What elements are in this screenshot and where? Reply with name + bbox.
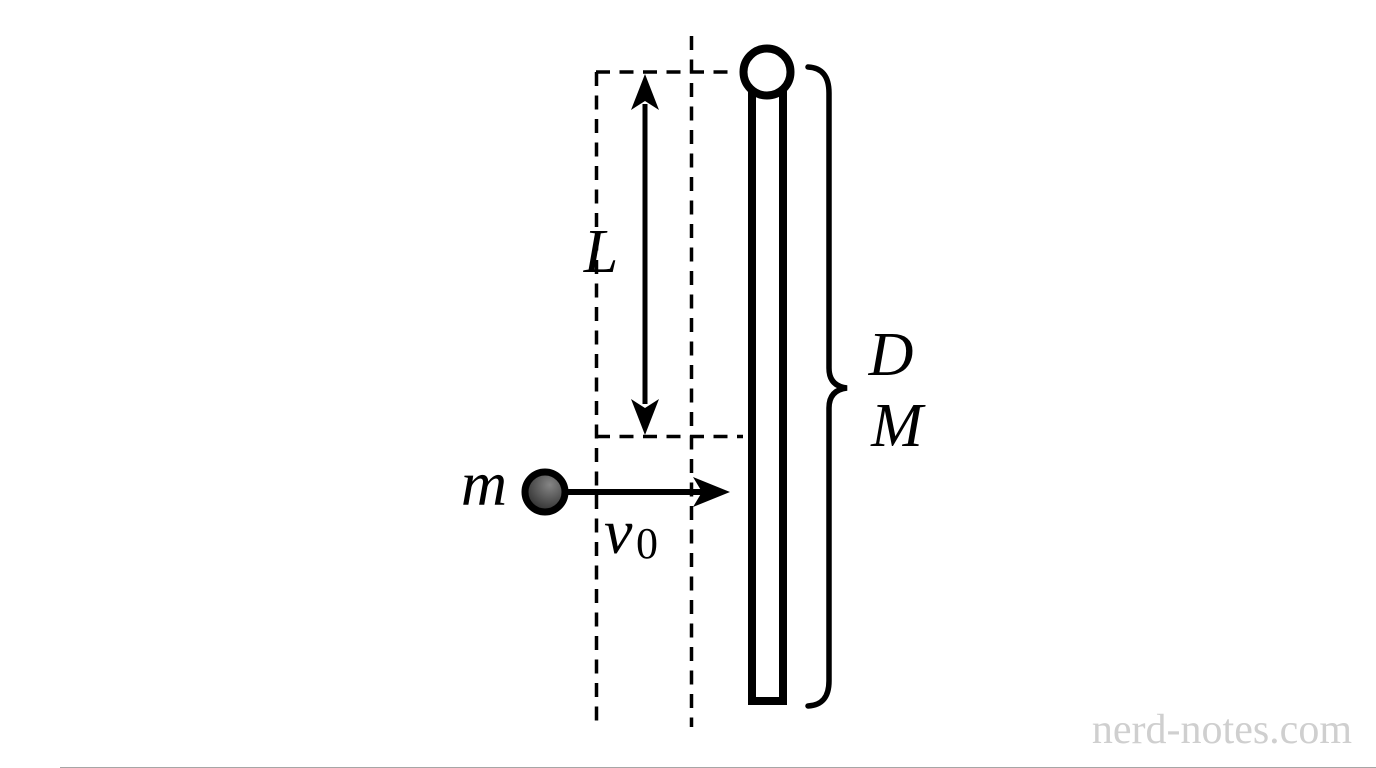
length-arrowhead-up	[631, 74, 659, 110]
pivot-circle	[739, 44, 795, 100]
label-rod-length-D: D	[868, 321, 914, 389]
length-arrowhead-down	[631, 399, 659, 435]
velocity-arrowhead	[693, 477, 730, 507]
label-upper-length-L: L	[583, 218, 618, 286]
rod-span-brace	[805, 64, 848, 709]
label-velocity-subscript: 0	[636, 519, 658, 568]
ball	[521, 468, 569, 516]
rod	[748, 88, 787, 705]
label-rod-mass-M: M	[870, 392, 926, 460]
watermark-text: nerd-notes.com	[1092, 707, 1352, 753]
label-ball-mass-m: m	[461, 448, 507, 519]
label-velocity-v: v	[604, 496, 633, 567]
